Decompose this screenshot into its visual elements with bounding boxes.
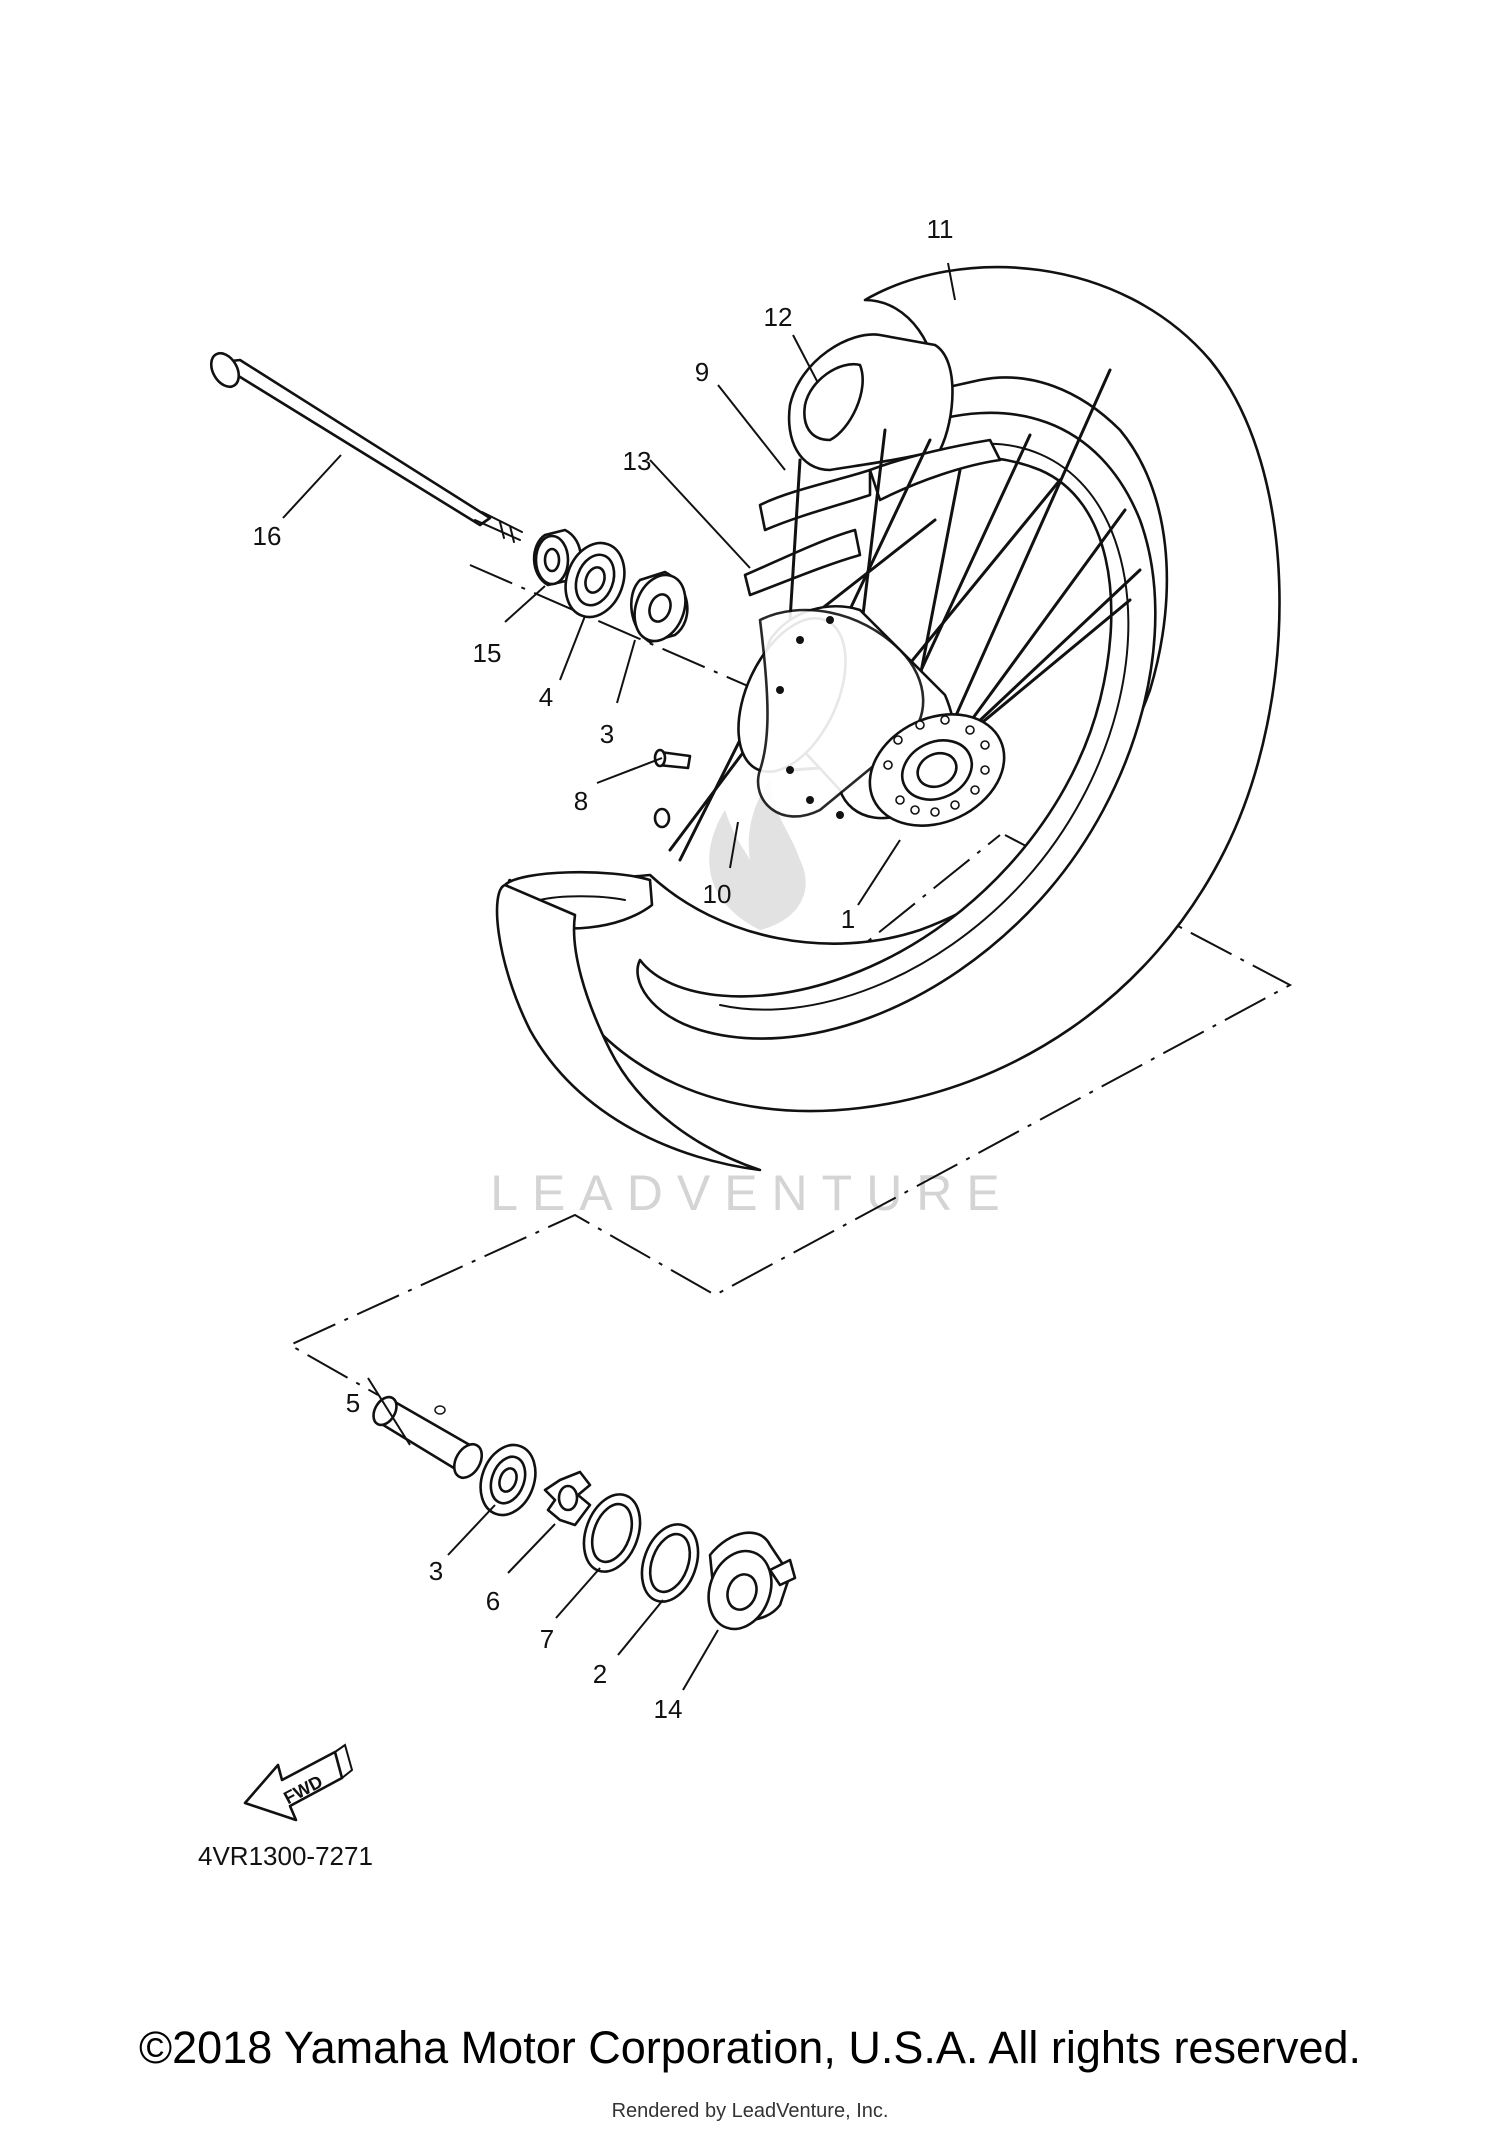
- bearing-upper-3: [630, 570, 689, 644]
- callout-9: 9: [695, 357, 709, 387]
- callout-4: 4: [539, 682, 553, 712]
- callout-3-upper: 3: [600, 719, 614, 749]
- callout-11: 11: [927, 214, 954, 244]
- callout-13: 13: [623, 446, 652, 476]
- callout-labels: 1 2 3 3 4 5 6 7 8 9 10 11 12 13 14 15 16: [253, 214, 954, 1724]
- bolt-8: [653, 748, 692, 770]
- watermark-text: LEADVENTURE: [490, 1165, 1014, 1221]
- callout-2: 2: [593, 1659, 607, 1689]
- axle: [209, 351, 523, 543]
- callout-14: 14: [654, 1694, 683, 1724]
- callout-10: 10: [703, 879, 732, 909]
- callout-3-lower: 3: [429, 1556, 443, 1586]
- callout-15: 15: [473, 638, 502, 668]
- callout-8: 8: [574, 786, 588, 816]
- speedometer-gear-unit: [707, 1531, 797, 1631]
- spoke-nipple-10: [653, 807, 671, 829]
- callout-7: 7: [540, 1624, 554, 1654]
- flame-logo-icon: [709, 780, 806, 930]
- callout-6: 6: [486, 1586, 500, 1616]
- inner-tube: [787, 333, 954, 472]
- spacer: [372, 1395, 484, 1480]
- rim-band: [743, 438, 1002, 597]
- drawing-code: 4VR1300-7271: [198, 1841, 373, 1871]
- hub: [737, 604, 1006, 827]
- leader-lines: [282, 262, 956, 1691]
- copyright-notice: ©2018 Yamaha Motor Corporation, U.S.A. A…: [138, 2022, 1362, 2073]
- callout-12: 12: [764, 302, 793, 332]
- oil-seal-7: [582, 1493, 642, 1573]
- assembly-guide-lines: [287, 564, 1293, 1396]
- callout-16: 16: [253, 521, 282, 551]
- watermark: LEADVENTURE: [490, 780, 1014, 1221]
- fwd-arrow-icon: FWD: [243, 1743, 354, 1822]
- rendered-by-credit: Rendered by LeadVenture, Inc.: [611, 2100, 889, 2122]
- callout-1: 1: [841, 904, 855, 934]
- oil-seal-2: [640, 1523, 700, 1603]
- callout-5: 5: [346, 1388, 360, 1418]
- bearing-upper-4: [564, 541, 626, 619]
- tire: [495, 265, 1281, 1172]
- rim: [636, 411, 1157, 1040]
- clutch-retainer: [543, 1470, 592, 1527]
- bearing-lower-3: [479, 1443, 537, 1517]
